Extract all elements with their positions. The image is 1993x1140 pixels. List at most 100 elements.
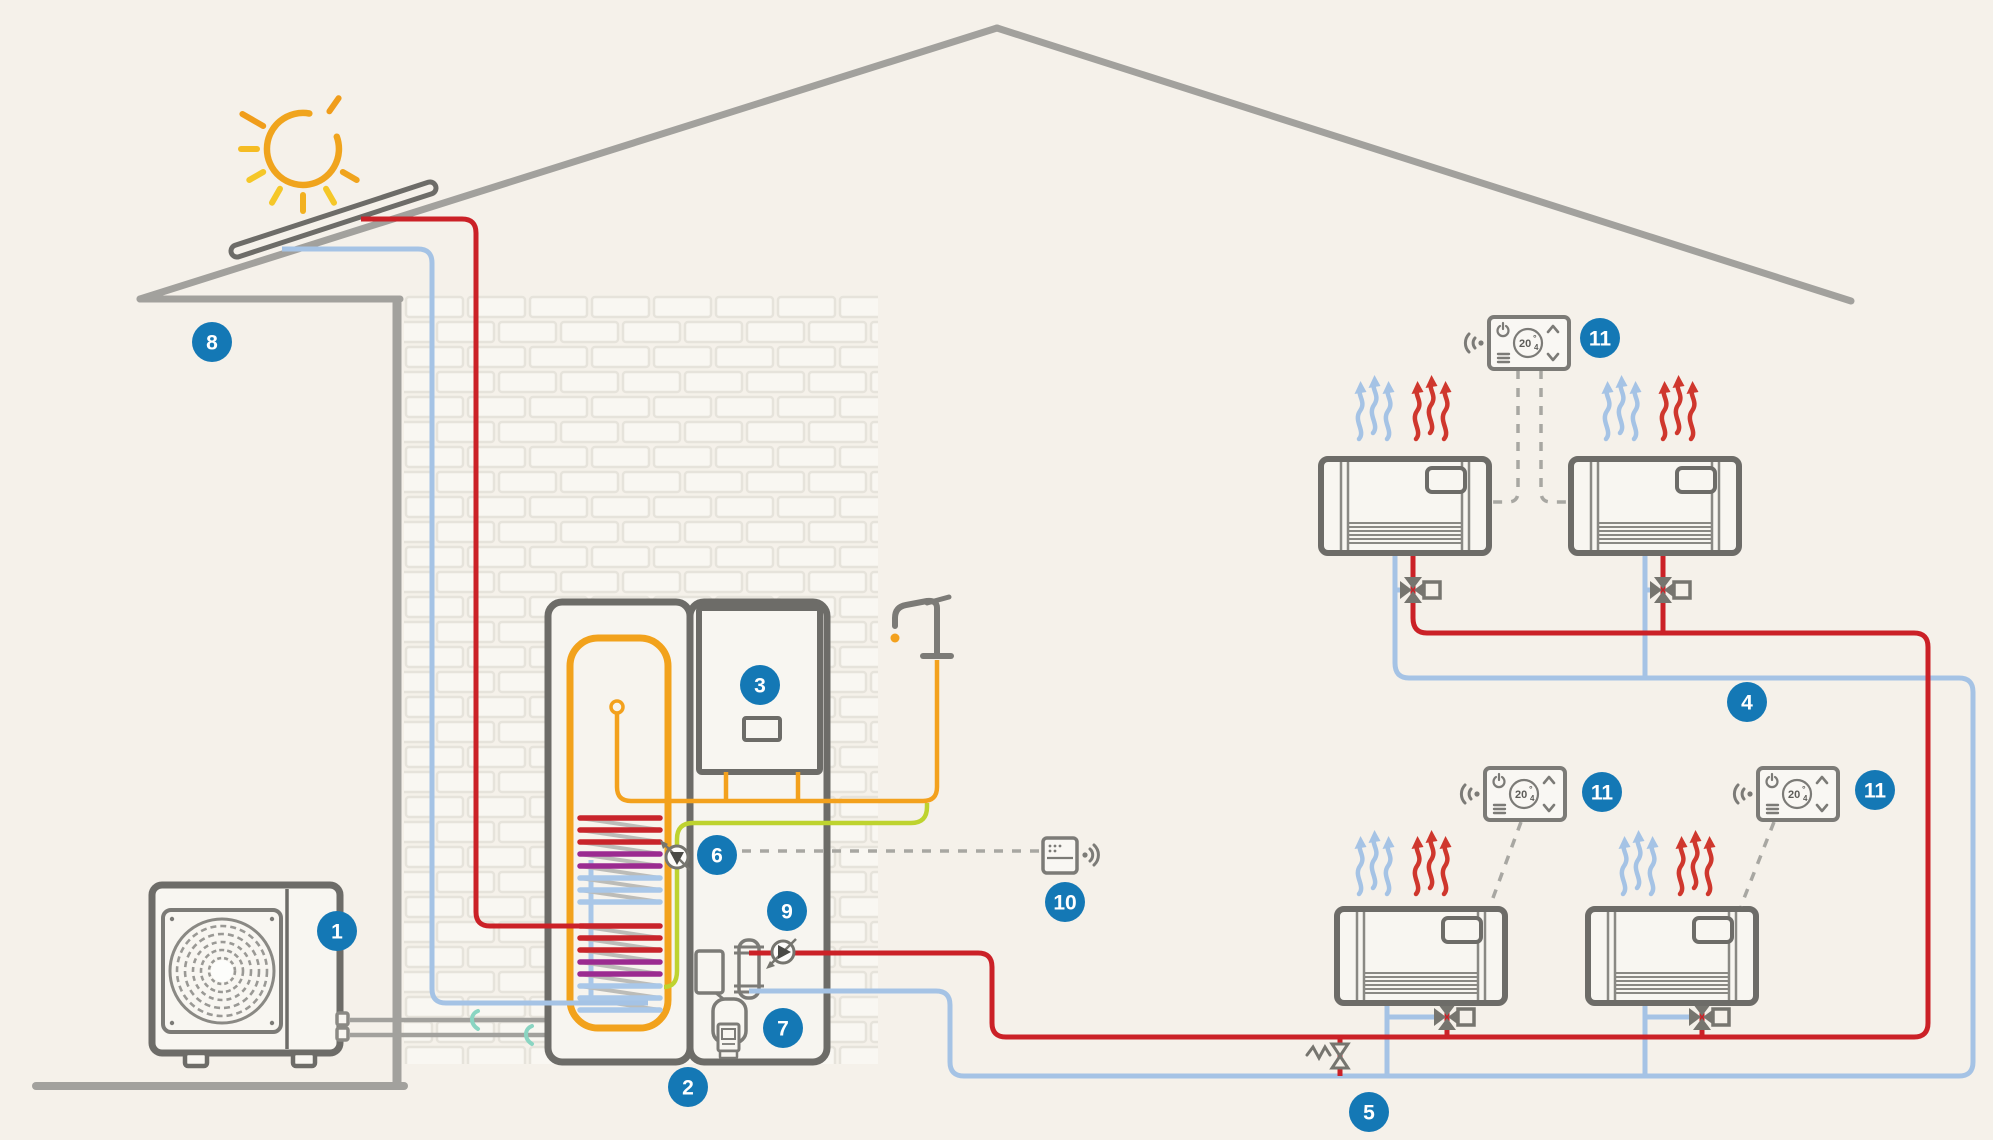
cool-air-arrows-3 (1355, 830, 1395, 894)
solar-panel (228, 179, 439, 260)
cool-air-arrows-2 (1602, 375, 1642, 439)
cabinet-hinge-bottom (687, 918, 693, 927)
marker-circle (1045, 882, 1085, 922)
warm-air-arrows-1 (1412, 375, 1452, 439)
marker-number: 11 (1864, 780, 1887, 803)
marker-circle (1582, 772, 1622, 812)
pipe-clips (470, 1009, 534, 1046)
red-flow-main (749, 552, 1931, 1040)
thermostat-bottom-left[interactable] (1459, 766, 1567, 822)
marker-number: 8 (206, 332, 218, 355)
cool-air-arrows-1 (1355, 375, 1395, 439)
recirculation-pipe (663, 803, 930, 990)
heat-pump-foot-right (290, 1050, 318, 1069)
marker-9: 9 (767, 891, 807, 931)
warm-air-arrows-3 (1412, 830, 1452, 894)
tank-coil-upper (577, 815, 663, 905)
zone-valve-bottom-left (1432, 1002, 1476, 1032)
marker-number: 2 (682, 1077, 694, 1100)
tank-shell (566, 634, 672, 1032)
marker-circle (1855, 770, 1895, 810)
marker-number: 7 (777, 1018, 789, 1041)
thermostat-top[interactable] (1463, 315, 1571, 371)
sun-ray-wsw (246, 169, 267, 183)
marker-number: 6 (711, 845, 723, 868)
pressure-display (716, 1022, 741, 1060)
marker-8: 8 (192, 322, 232, 362)
dhw-circuit (609, 660, 940, 804)
storage-tank (566, 634, 672, 1032)
marker-4: 4 (1727, 682, 1767, 722)
sun-ray-sw (269, 185, 283, 206)
heating-return-blue (749, 552, 1976, 1079)
wireless-signal-icon (1082, 843, 1100, 867)
marker-number: 11 (1591, 782, 1614, 805)
marker-circle (192, 322, 232, 362)
marker-11a: 11 (1580, 318, 1620, 358)
sun-ray-ne (326, 95, 342, 115)
refrigerant-lines (349, 1017, 552, 1038)
marker-6: 6 (697, 835, 737, 875)
dhw-pipe (614, 660, 940, 804)
fan-coil-unit-top-left (1321, 459, 1489, 553)
marker-circle (668, 1067, 708, 1107)
solar-flow-pipe (361, 216, 584, 929)
sun-arc (263, 109, 343, 189)
sun-ray-nw (239, 111, 267, 129)
marker-5: 5 (1349, 1092, 1389, 1132)
water-drop-icon (890, 633, 900, 643)
thermostat2-link (1488, 821, 1523, 907)
marker-number: 4 (1741, 692, 1753, 715)
marker-circle (317, 911, 357, 951)
marker-10: 10 (1045, 882, 1085, 922)
marker-1: 1 (317, 911, 357, 951)
electric-box (694, 949, 725, 995)
blue-return-main (749, 552, 1976, 1079)
cabinet-hinge-top (687, 733, 693, 742)
solar-return-pipe (282, 246, 648, 1006)
zone-valve-top-right (1648, 575, 1692, 605)
heat-pump-foot-left (182, 1050, 210, 1069)
marker-11c: 11 (1855, 770, 1895, 810)
marker-number: 10 (1053, 892, 1076, 915)
marker-circle (697, 835, 737, 875)
control-unit-display (742, 716, 782, 742)
control-wiring (742, 370, 1776, 907)
marker-7: 7 (763, 1008, 803, 1048)
sun-ray-se (323, 185, 337, 206)
pipe-connector-bottom (335, 1026, 350, 1042)
warm-air-arrows-2 (1659, 375, 1699, 439)
marker-2: 2 (668, 1067, 708, 1107)
tank-sensor (609, 699, 625, 715)
thermostat3-link (1739, 821, 1776, 907)
roof-left (136, 24, 1001, 303)
pipe-clip-2 (524, 1024, 534, 1046)
marker-number: 9 (781, 901, 793, 924)
sun-ray-ese (339, 169, 360, 183)
zone-valve-top-left (1398, 575, 1442, 605)
zone-valve-bottom-right (1687, 1002, 1731, 1032)
fan-coil-unit-top-right (1571, 459, 1739, 553)
marker-circle (767, 891, 807, 931)
marker-circle (1580, 318, 1620, 358)
marker-number: 3 (754, 675, 766, 698)
thermostat-bottom-right[interactable] (1732, 766, 1840, 822)
fan-coil-unit-bottom-left (1337, 909, 1505, 1003)
pipe-clip-1 (470, 1009, 480, 1031)
fan-grille-icon (168, 917, 276, 1025)
house-outline (32, 24, 1855, 1090)
marker-number: 1 (331, 921, 343, 944)
roof-right (993, 24, 1855, 305)
warm-air-arrows-4 (1676, 830, 1716, 894)
marker-circle (740, 665, 780, 705)
marker-number: 11 (1589, 328, 1612, 351)
faucet-handle[interactable] (924, 594, 952, 606)
faucet-icon (890, 594, 954, 659)
outdoor-heat-pump-unit (148, 881, 350, 1069)
marker-11b: 11 (1582, 772, 1622, 812)
sun-icon (238, 95, 360, 214)
marker-circle (1727, 682, 1767, 722)
pipe-connector-top (335, 1011, 350, 1027)
